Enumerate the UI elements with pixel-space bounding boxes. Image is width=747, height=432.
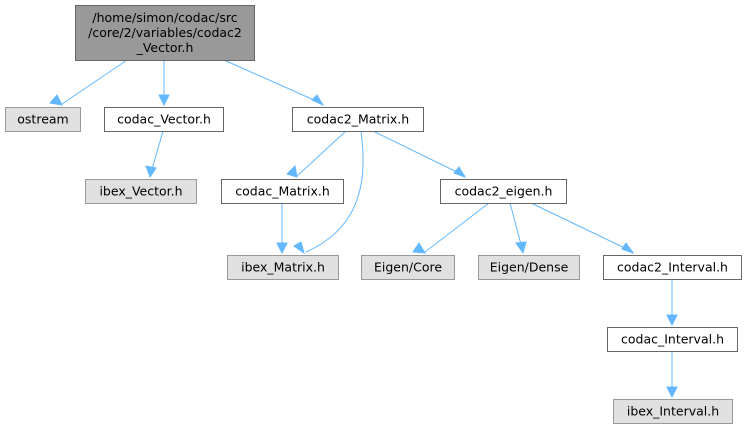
node-label-line: Eigen/Dense: [490, 260, 569, 275]
node-box[interactable]: [361, 255, 455, 280]
arrowhead-icon: [158, 94, 170, 107]
arrowhead-icon: [311, 94, 325, 107]
node-label-line: codac2_Interval.h: [617, 260, 728, 275]
node-ostream[interactable]: ostream: [5, 107, 81, 132]
arrowhead-icon: [412, 242, 426, 254]
edge-line: [372, 130, 466, 177]
edge-line: [61, 59, 128, 105]
node-box[interactable]: [85, 179, 197, 204]
node-box[interactable]: [221, 179, 344, 204]
arrowhead-icon: [145, 165, 157, 179]
node-ibex-matrix[interactable]: ibex_Matrix.h: [227, 255, 339, 280]
node-label-line: codac_Interval.h: [621, 332, 724, 347]
node-label-line: codac2_eigen.h: [455, 184, 553, 199]
edge-root-to-codac_vector: [158, 60, 170, 107]
node-box[interactable]: [227, 255, 339, 280]
edge-codac2_interval-to-codac_interval: [666, 279, 678, 327]
node-label-line: ibex_Interval.h: [627, 404, 719, 419]
edge-line: [530, 202, 634, 253]
node-codac2-matrix[interactable]: codac2_Matrix.h: [292, 107, 424, 132]
edge-line: [296, 130, 347, 177]
node-box[interactable]: [292, 107, 424, 132]
node-box[interactable]: [104, 107, 224, 132]
node-box[interactable]: [478, 255, 580, 280]
edge-root-to-codac2_matrix: [223, 59, 325, 107]
edge-line: [424, 202, 490, 253]
edge-codac2_matrix-to-ibex_matrix: [293, 130, 364, 255]
arrowhead-icon: [276, 242, 288, 255]
edges-layer: [49, 59, 678, 399]
arrowhead-icon: [621, 242, 635, 255]
node-label-line: codac_Matrix.h: [235, 184, 330, 199]
edge-codac_vector-to-ibex_vector: [145, 130, 164, 179]
arrowhead-icon: [293, 241, 305, 255]
arrowhead-icon: [666, 314, 678, 327]
node-label-line: codac_Vector.h: [117, 112, 211, 127]
node-box[interactable]: [603, 255, 742, 280]
edge-line: [305, 130, 364, 253]
node-label-line: ibex_Matrix.h: [241, 260, 325, 275]
edge-codac2_eigen-to-codac2_interval: [530, 202, 635, 255]
edge-codac2_eigen-to-eigen_dense: [509, 202, 527, 255]
node-box[interactable]: [613, 399, 733, 424]
edge-codac_interval-to-ibex_interval: [666, 351, 678, 399]
node-label-line: _Vector.h: [136, 40, 194, 55]
node-eigen-core[interactable]: Eigen/Core: [361, 255, 455, 280]
node-box[interactable]: [5, 107, 81, 132]
node-root[interactable]: /home/simon/codac/src/core/2/variables/c…: [75, 5, 255, 61]
node-label-line: Eigen/Core: [374, 260, 442, 275]
node-box[interactable]: [75, 5, 255, 61]
node-label-line: /home/simon/codac/src: [92, 10, 237, 25]
node-label-line: codac2_Matrix.h: [307, 112, 409, 127]
arrowhead-icon: [49, 94, 63, 106]
node-codac-interval[interactable]: codac_Interval.h: [607, 327, 738, 352]
node-label-line: ostream: [17, 112, 68, 127]
node-box[interactable]: [607, 327, 738, 352]
arrowhead-icon: [453, 166, 467, 178]
node-codac-vector[interactable]: codac_Vector.h: [104, 107, 224, 132]
edge-codac2_matrix-to-codac_matrix: [286, 130, 347, 178]
nodes-layer: /home/simon/codac/src/core/2/variables/c…: [5, 5, 742, 424]
node-ibex-interval[interactable]: ibex_Interval.h: [613, 399, 733, 424]
edge-codac2_matrix-to-codac2_eigen: [372, 130, 467, 178]
node-ibex-vector[interactable]: ibex_Vector.h: [85, 179, 197, 204]
edge-line: [223, 59, 324, 105]
arrowhead-icon: [666, 386, 678, 399]
node-codac-matrix[interactable]: codac_Matrix.h: [221, 179, 344, 204]
node-label-line: /core/2/variables/codac2: [88, 25, 242, 40]
arrowhead-icon: [286, 164, 298, 178]
edge-codac2_eigen-to-eigen_core: [412, 202, 490, 254]
node-codac2-eigen[interactable]: codac2_eigen.h: [440, 179, 567, 204]
edge-root-to-ostream: [49, 59, 128, 106]
node-codac2-interval[interactable]: codac2_Interval.h: [603, 255, 742, 280]
node-eigen-dense[interactable]: Eigen/Dense: [478, 255, 580, 280]
node-label-line: ibex_Vector.h: [99, 184, 182, 199]
arrowhead-icon: [515, 241, 527, 255]
node-box[interactable]: [440, 179, 567, 204]
edge-codac_matrix-to-ibex_matrix: [276, 203, 288, 255]
